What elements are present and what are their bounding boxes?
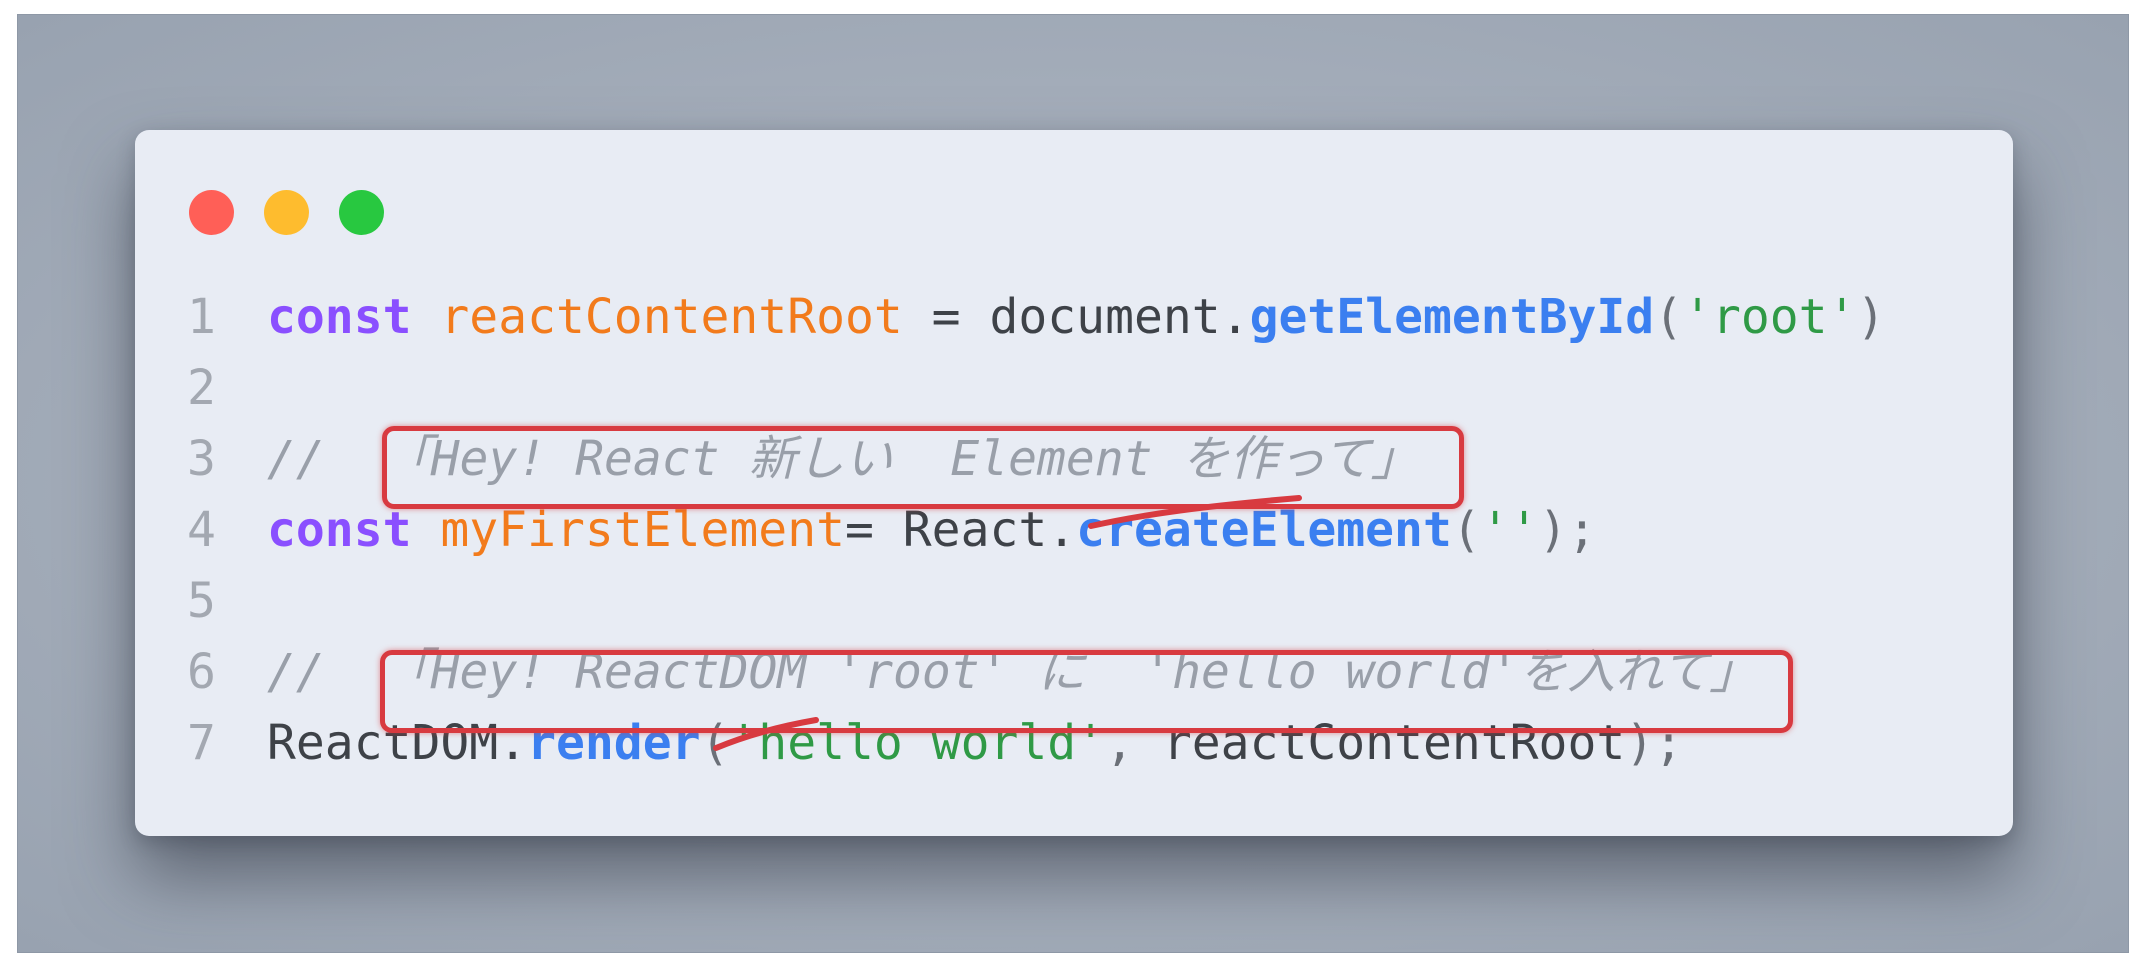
object-token: ReactDOM.: [267, 715, 528, 771]
code-window: 1 const reactContentRoot = document.getE…: [135, 130, 2013, 836]
traffic-lights: [189, 190, 384, 235]
separator-token: ,: [1105, 715, 1163, 771]
line-number: 6: [187, 644, 216, 700]
paren-token: (: [1451, 502, 1481, 558]
close-dot-icon: [189, 190, 234, 235]
line-content: ReactDOM.render('hello world', reactCont…: [267, 708, 1683, 779]
line-number: 4: [187, 502, 216, 558]
code-line: 1 const reactContentRoot = document.getE…: [187, 282, 1885, 353]
code-line: 3 // 「Hey! React 新しい Element を作って」: [187, 424, 1885, 495]
code-line: 5: [187, 566, 1885, 637]
operator-token: =: [844, 502, 903, 558]
operator-token: =: [902, 289, 990, 345]
line-number: 5: [187, 573, 216, 629]
paren-token: );: [1625, 715, 1684, 771]
line-number: 2: [187, 360, 216, 416]
comment-token: // 「Hey! ReactDOM 'root' に 'hello world'…: [267, 644, 1758, 700]
string-token: 'root': [1683, 289, 1857, 345]
keyword-token: const: [267, 289, 412, 345]
keyword-token: const: [267, 502, 412, 558]
function-token: getElementById: [1249, 289, 1655, 345]
function-token: createElement: [1076, 502, 1452, 558]
line-content: const myFirstElement= React.createElemen…: [267, 495, 1596, 566]
string-token: 'hello world': [729, 715, 1106, 771]
code-block: 1 const reactContentRoot = document.getE…: [187, 282, 1885, 779]
maximize-dot-icon: [339, 190, 384, 235]
line-number: 3: [187, 431, 216, 487]
function-token: render: [527, 715, 701, 771]
object-token: React.: [902, 502, 1077, 558]
object-token: document.: [989, 289, 1250, 345]
variable-token: myFirstElement: [440, 502, 845, 558]
code-line: 4 const myFirstElement= React.createElem…: [187, 495, 1885, 566]
paren-token: ): [1856, 289, 1886, 345]
paren-token: (: [700, 715, 730, 771]
paren-token: (: [1654, 289, 1684, 345]
paren-token: );: [1538, 502, 1597, 558]
line-content: const reactContentRoot = document.getEle…: [267, 282, 1885, 353]
line-number: 1: [187, 289, 216, 345]
line-number: 7: [187, 715, 216, 771]
minimize-dot-icon: [264, 190, 309, 235]
variable-token: reactContentRoot: [440, 289, 903, 345]
code-line: 7 ReactDOM.render('hello world', reactCo…: [187, 708, 1885, 779]
argument-token: reactContentRoot: [1162, 715, 1626, 771]
string-token: '': [1480, 502, 1539, 558]
slide-background: 1 const reactContentRoot = document.getE…: [17, 14, 2129, 953]
code-line: 2: [187, 353, 1885, 424]
code-line: 6 // 「Hey! ReactDOM 'root' に 'hello worl…: [187, 637, 1885, 708]
comment-token: // 「Hey! React 新しい Element を作って」: [267, 431, 1420, 487]
